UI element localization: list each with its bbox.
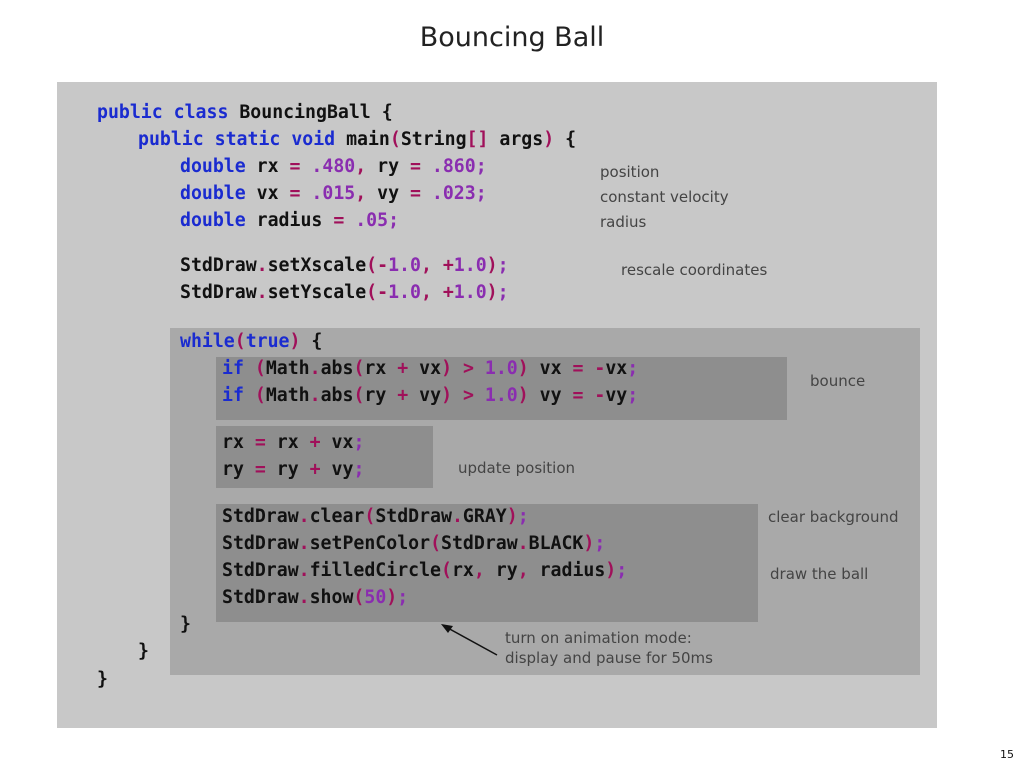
draw-block (216, 504, 758, 622)
code-line-setyscale: StdDraw.setYscale(-1.0, +1.0); (180, 282, 509, 303)
note-rescale: rescale coordinates (621, 261, 768, 279)
note-animation-line2: display and pause for 50ms (505, 649, 713, 667)
code-line-main-decl: public static void main(String[] args) { (138, 129, 577, 150)
slide-title: Bouncing Ball (419, 22, 605, 53)
code-line-close-while: } (180, 614, 191, 635)
update-position-block (216, 426, 433, 488)
note-bounce: bounce (810, 372, 866, 390)
code-line-if-y: if (Math.abs(ry + vy) > 1.0) vy = -vy; (222, 385, 639, 406)
note-animation-line1: turn on animation mode: (505, 629, 692, 647)
note-constant-velocity: constant velocity (600, 188, 729, 206)
note-radius: radius (600, 213, 647, 231)
page-number: 15 (1000, 748, 1014, 761)
code-line-close-class: } (97, 669, 108, 690)
code-line-update-x: rx = rx + vx; (222, 432, 365, 453)
bounce-block (216, 357, 787, 420)
code-line-show: StdDraw.show(50); (222, 587, 409, 608)
code-line-filledcircle: StdDraw.filledCircle(rx, ry, radius); (222, 560, 628, 581)
code-line-clear: StdDraw.clear(StdDraw.GRAY); (222, 506, 529, 527)
code-line-radius: double radius = .05; (180, 210, 400, 231)
note-update-position: update position (458, 459, 576, 477)
code-line-position: double rx = .480, ry = .860; (180, 156, 487, 177)
note-draw-ball: draw the ball (770, 565, 869, 583)
code-line-close-main: } (138, 641, 149, 662)
note-clear-background: clear background (768, 508, 899, 526)
code-line-update-y: ry = ry + vy; (222, 459, 365, 480)
code-line-class-decl: public class BouncingBall { (97, 102, 393, 123)
code-line-velocity: double vx = .015, vy = .023; (180, 183, 487, 204)
note-position: position (600, 163, 660, 181)
code-line-setpencolor: StdDraw.setPenColor(StdDraw.BLACK); (222, 533, 606, 554)
code-line-setxscale: StdDraw.setXscale(-1.0, +1.0); (180, 255, 509, 276)
code-line-while: while(true) { (180, 331, 323, 352)
code-line-if-x: if (Math.abs(rx + vx) > 1.0) vx = -vx; (222, 358, 639, 379)
